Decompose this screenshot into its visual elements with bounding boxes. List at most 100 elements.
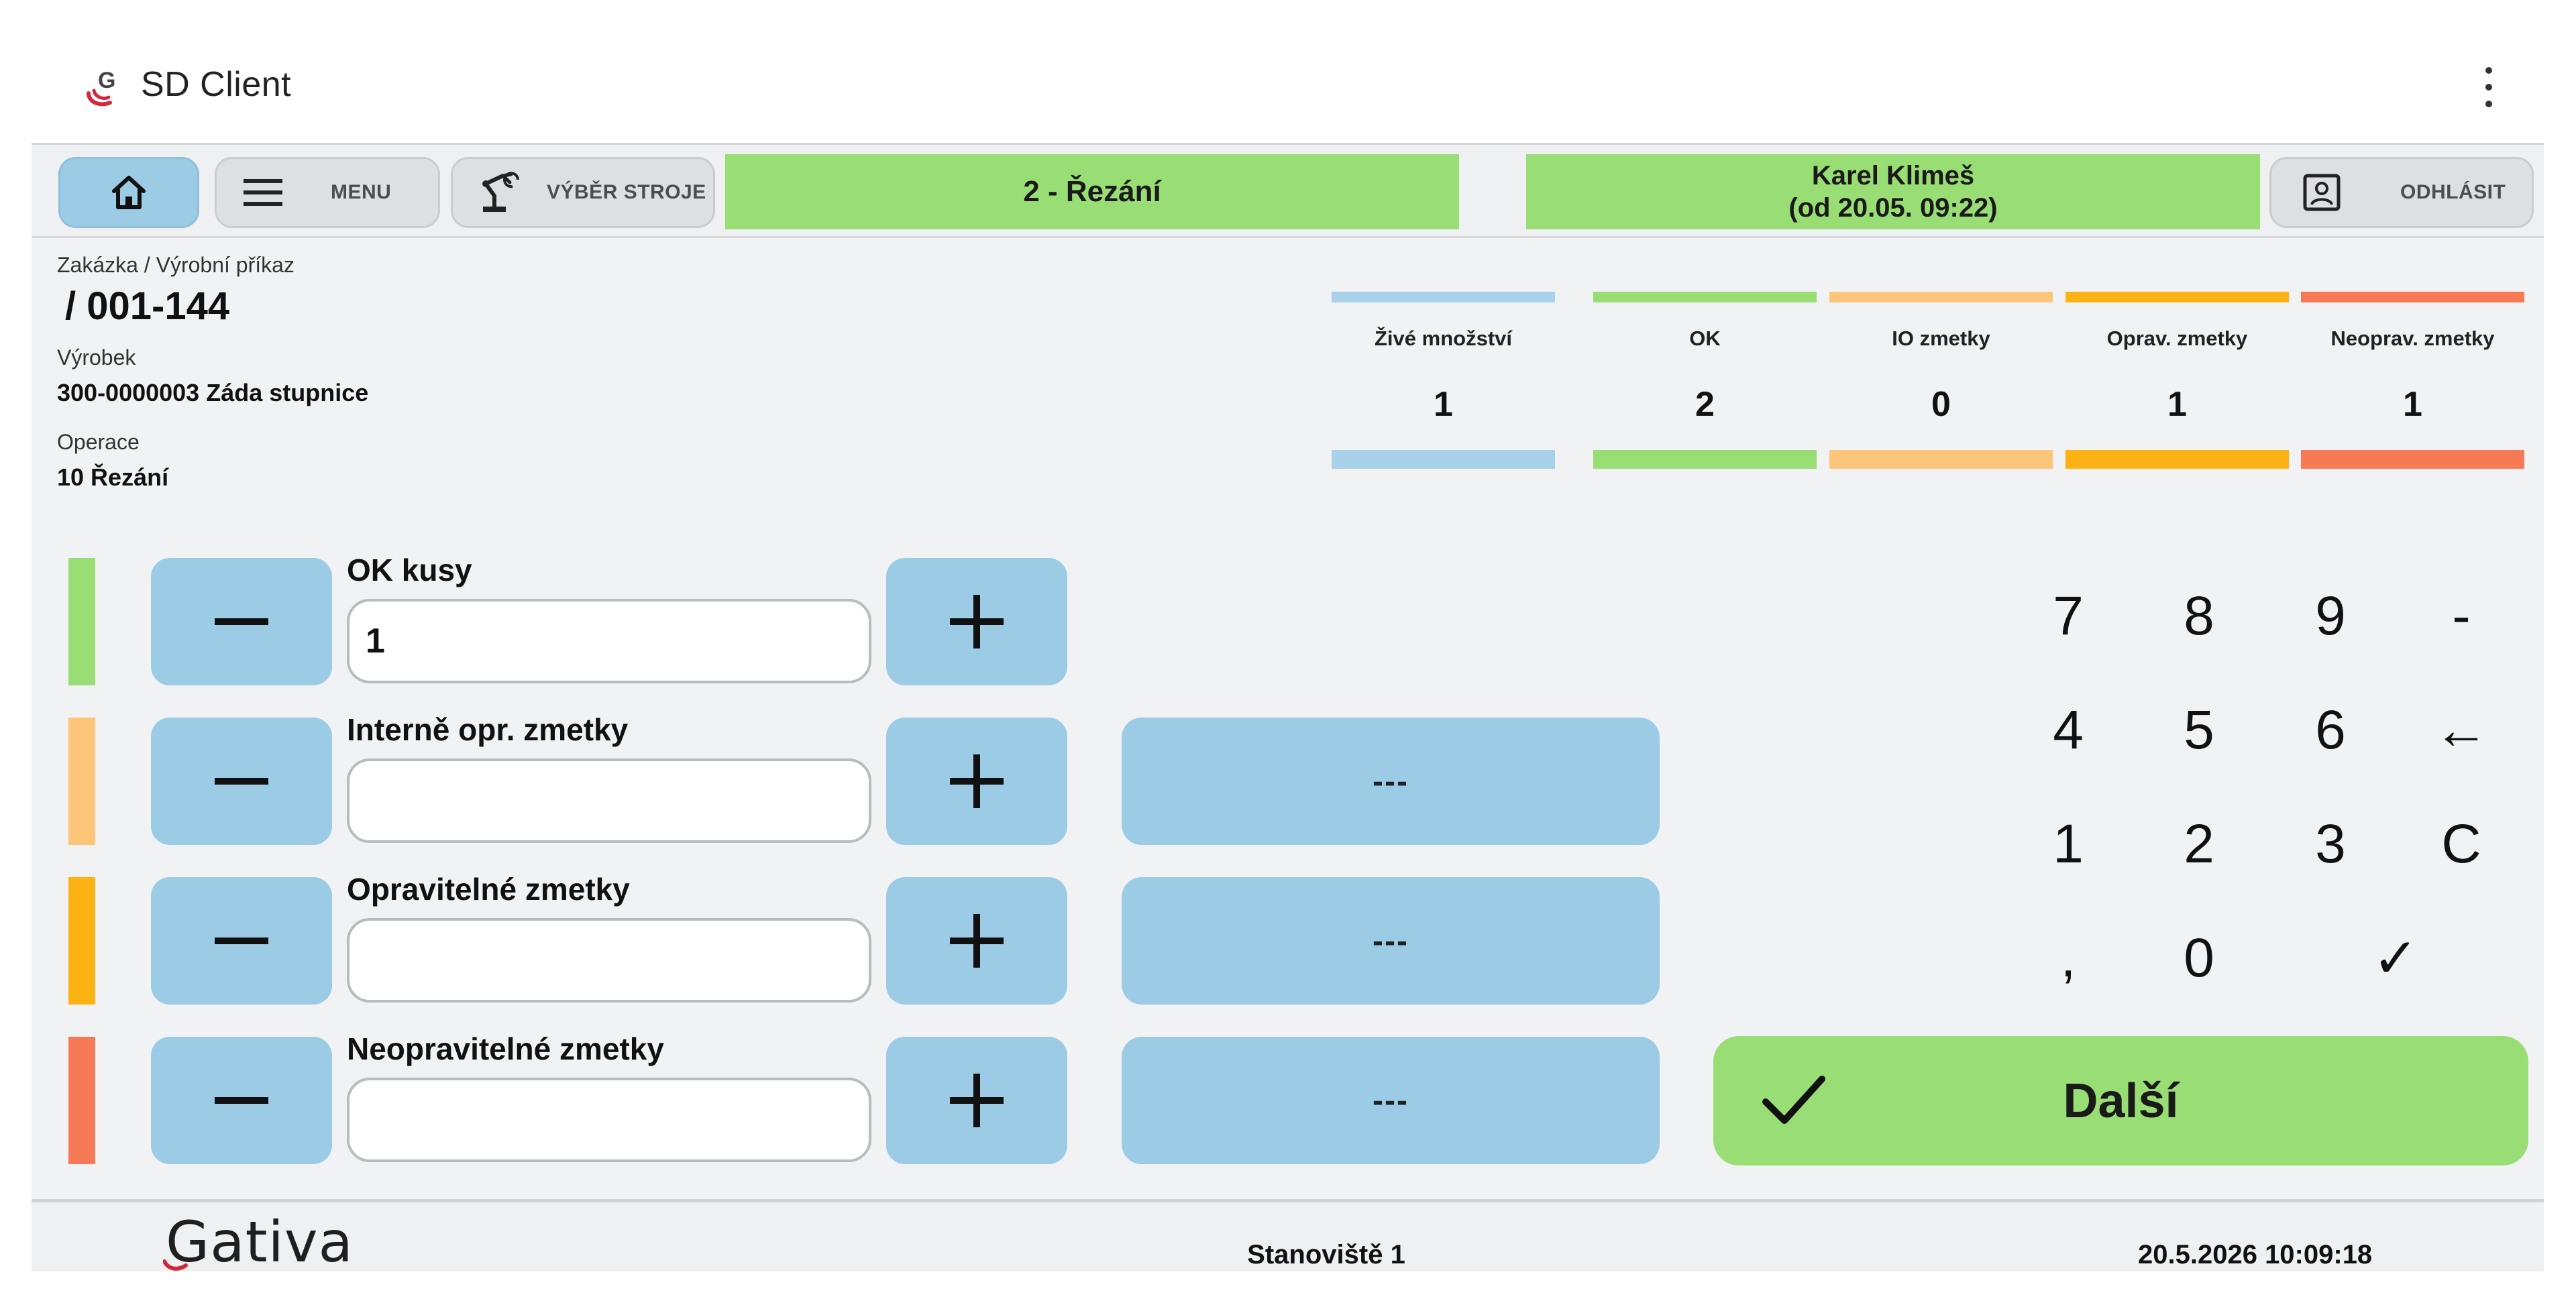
- current-user: Karel Klimeš (od 20.05. 09:22): [1526, 154, 2260, 229]
- order-number: / 001-144: [65, 284, 230, 328]
- product-value: 300-0000003 Záda stupnice: [57, 379, 369, 406]
- keypad-key-0[interactable]: 0: [2184, 927, 2214, 988]
- counter-bar-bottom: [1829, 450, 2053, 469]
- counter-unrepairable-scrap: Neoprav. zmetky 1: [2301, 292, 2524, 471]
- ok-pieces-label: OK kusy: [347, 553, 472, 587]
- counter-internal-scrap: IO zmetky 0: [1829, 292, 2053, 471]
- counter-value: 1: [2403, 385, 2422, 424]
- internal-scrap-increment-button[interactable]: [886, 718, 1067, 845]
- order-label: Zakázka / Výrobní příkaz: [57, 253, 294, 277]
- internal-scrap-input[interactable]: [347, 758, 871, 843]
- counter-bar-top: [1332, 292, 1555, 302]
- keypad-key-comma[interactable]: ,: [2060, 927, 2076, 988]
- counter-label: OK: [1689, 327, 1721, 350]
- keypad-key-5[interactable]: 5: [2184, 699, 2214, 760]
- ok-decrement-button[interactable]: [151, 558, 332, 685]
- counter-ok: OK 2: [1593, 292, 1817, 471]
- internal-scrap-label: Interně opr. zmetky: [347, 712, 629, 747]
- gativa-logo-icon: G: [87, 68, 115, 107]
- counter-label: Neoprav. zmetky: [2330, 327, 2495, 350]
- toolbar: MENU VÝBĚR STROJE 2 - Řezání Karel Klime…: [32, 143, 2544, 238]
- keypad-key-3[interactable]: 3: [2315, 813, 2346, 874]
- home-icon: [112, 176, 146, 209]
- ok-pieces-input[interactable]: [347, 599, 871, 683]
- counter-bar-bottom: [1593, 450, 1817, 469]
- counter-repairable-scrap: Oprav. zmetky 1: [2065, 292, 2289, 471]
- logout-label: ODHLÁSIT: [2400, 181, 2506, 203]
- next-button[interactable]: Další: [1713, 1036, 2528, 1166]
- repairable-scrap-color-indicator: [68, 877, 95, 1005]
- counter-bar-top: [2065, 292, 2289, 302]
- app-frame: MENU VÝBĚR STROJE 2 - Řezání Karel Klime…: [32, 143, 2544, 1275]
- brand-logo: Gativa: [166, 1209, 354, 1275]
- operation-value: 10 Řezání: [57, 463, 169, 491]
- account-box-icon: [2303, 174, 2341, 211]
- internal-scrap-decrement-button[interactable]: [151, 718, 332, 845]
- internal-scrap-color-indicator: [68, 718, 95, 845]
- svg-text:G: G: [98, 68, 115, 93]
- minus-icon: [215, 1097, 268, 1104]
- repairable-scrap-reason-button[interactable]: ---: [1122, 877, 1660, 1005]
- station-name: Stanoviště 1: [1247, 1240, 1405, 1269]
- keypad-key-4[interactable]: 4: [2053, 699, 2084, 760]
- counter-value: 0: [1931, 385, 1951, 424]
- menu-label: MENU: [331, 181, 392, 203]
- repairable-scrap-decrement-button[interactable]: [151, 877, 332, 1005]
- check-icon: [1762, 1076, 1825, 1124]
- machine-select-button[interactable]: VÝBĚR STROJE: [451, 157, 715, 228]
- user-name: Karel Klimeš: [1811, 161, 1975, 190]
- machine-select-label: VÝBĚR STROJE: [547, 181, 706, 203]
- product-label: Výrobek: [57, 345, 136, 370]
- unrepairable-scrap-reason-button[interactable]: ---: [1122, 1037, 1660, 1164]
- plus-icon: [950, 914, 1004, 968]
- minus-icon: [215, 618, 268, 625]
- counter-label: Živé množství: [1375, 327, 1512, 350]
- home-button[interactable]: [58, 157, 199, 228]
- counter-value: 1: [1434, 385, 1453, 424]
- counter-bar-bottom: [2301, 450, 2524, 469]
- keypad-key-9[interactable]: 9: [2315, 585, 2346, 646]
- keypad-key-6[interactable]: 6: [2315, 699, 2346, 760]
- keypad-key-backspace[interactable]: ←: [2434, 699, 2489, 760]
- plus-icon: [950, 754, 1004, 808]
- unrepairable-scrap-input[interactable]: [347, 1078, 871, 1162]
- keypad-key-2[interactable]: 2: [2184, 813, 2214, 874]
- logout-button[interactable]: ODHLÁSIT: [2269, 157, 2534, 228]
- unrepairable-scrap-decrement-button[interactable]: [151, 1037, 332, 1164]
- keypad-key-8[interactable]: 8: [2184, 585, 2214, 646]
- counter-label: Oprav. zmetky: [2106, 327, 2248, 350]
- keypad-key-clear[interactable]: C: [2441, 813, 2481, 874]
- footer: Gativa Stanoviště 1 20.5.2026 10:09:18: [32, 1199, 2544, 1275]
- menu-button[interactable]: MENU: [215, 157, 440, 228]
- robot-arm-icon: [482, 172, 519, 212]
- keypad-key-minus[interactable]: -: [2452, 585, 2471, 646]
- counter-bar-bottom: [1332, 450, 1555, 469]
- app-title: SD Client: [141, 65, 292, 104]
- ok-color-indicator: [68, 558, 95, 685]
- unrepairable-scrap-increment-button[interactable]: [886, 1037, 1067, 1164]
- repairable-scrap-increment-button[interactable]: [886, 877, 1067, 1005]
- repairable-scrap-input[interactable]: [347, 918, 871, 1003]
- counter-label: IO zmetky: [1892, 327, 1990, 350]
- operation-label: Operace: [57, 430, 140, 454]
- next-button-label: Další: [2063, 1074, 2179, 1128]
- minus-icon: [215, 937, 268, 944]
- keypad-key-confirm[interactable]: ✓: [2372, 927, 2419, 989]
- counter-bar-top: [1829, 292, 2053, 302]
- title-bar: G SD Client: [0, 0, 2576, 143]
- hamburger-icon: [244, 179, 282, 206]
- counter-value: 2: [1695, 385, 1715, 424]
- ok-increment-button[interactable]: [886, 558, 1067, 685]
- user-login-time: (od 20.05. 09:22): [1788, 193, 1998, 223]
- workplace-indicator[interactable]: 2 - Řezání: [725, 154, 1459, 229]
- current-datetime: 20.5.2026 10:09:18: [2138, 1240, 2373, 1269]
- keypad-key-1[interactable]: 1: [2053, 813, 2084, 874]
- more-vert-icon[interactable]: [2479, 67, 2499, 107]
- keypad-key-7[interactable]: 7: [2053, 585, 2084, 646]
- unrepairable-scrap-label: Neopravitelné zmetky: [347, 1031, 664, 1066]
- internal-scrap-reason-button[interactable]: ---: [1122, 718, 1660, 845]
- counter-value: 1: [2167, 385, 2187, 424]
- plus-icon: [950, 1074, 1004, 1127]
- counter-bar-bottom: [2065, 450, 2289, 469]
- plus-icon: [950, 595, 1004, 648]
